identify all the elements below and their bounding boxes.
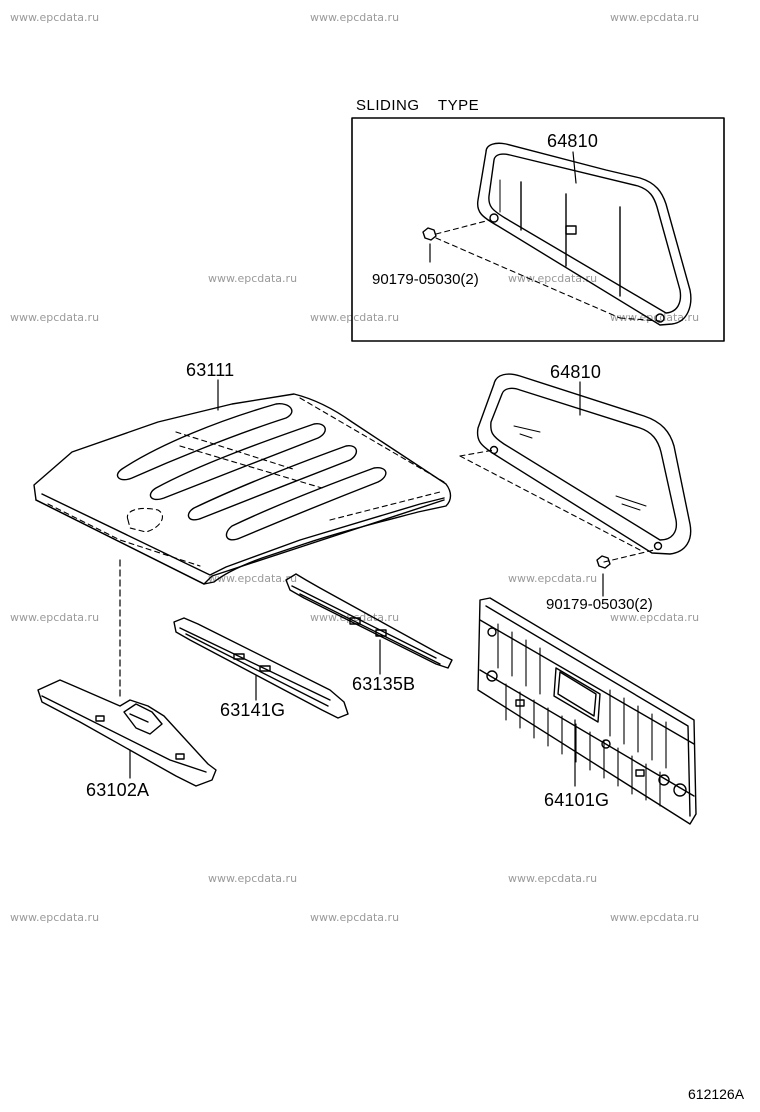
roof-dashed-hidden-lines bbox=[47, 397, 445, 567]
inset-leader-lines bbox=[429, 151, 577, 263]
roof-ribs bbox=[116, 403, 387, 541]
part-label-inset-window[interactable]: 64810 bbox=[547, 131, 599, 151]
part-label-roof-panel[interactable]: 63111 bbox=[186, 360, 235, 380]
back-window-nut bbox=[596, 555, 611, 569]
back-window bbox=[476, 373, 692, 555]
back-window-dashed-guides bbox=[459, 449, 655, 563]
watermark: www.epcdata.ru bbox=[310, 311, 400, 324]
watermark: www.epcdata.ru bbox=[508, 872, 598, 885]
inset-dashed-guides bbox=[435, 219, 661, 322]
inset-nut bbox=[422, 227, 437, 241]
part-label-inset-nut[interactable]: 90179-05030(2) bbox=[372, 271, 479, 288]
back-panel-holes bbox=[486, 627, 687, 797]
watermark: www.epcdata.ru bbox=[310, 911, 400, 924]
part-label-back-window-nut[interactable]: 90179-05030(2) bbox=[546, 596, 653, 613]
watermark: www.epcdata.ru bbox=[610, 311, 700, 324]
inset-sliding-window bbox=[476, 142, 692, 326]
back-panel-ribs bbox=[497, 623, 667, 807]
watermark: www.epcdata.ru bbox=[310, 11, 400, 24]
part-label-back-panel[interactable]: 64101G bbox=[544, 790, 610, 810]
part-label-roof-bow[interactable]: 63135B bbox=[352, 674, 416, 694]
watermark: www.epcdata.ru bbox=[10, 311, 100, 324]
watermark: www.epcdata.ru bbox=[610, 611, 700, 624]
back-window-leader bbox=[579, 381, 604, 597]
watermark: www.epcdata.ru bbox=[10, 11, 100, 24]
front-header bbox=[37, 679, 217, 787]
back-panel-window-opening bbox=[553, 667, 601, 723]
diagram-code: 612126A bbox=[688, 1086, 745, 1102]
roof-panel-outline bbox=[33, 393, 452, 585]
watermark: www.epcdata.ru bbox=[610, 911, 700, 924]
roof-inner-rail bbox=[173, 617, 349, 719]
watermark: www.epcdata.ru bbox=[10, 911, 100, 924]
part-label-back-window[interactable]: 64810 bbox=[550, 362, 602, 382]
watermark: www.epcdata.ru bbox=[208, 872, 298, 885]
inset-frame bbox=[351, 117, 725, 342]
part-label-roof-inner-rail[interactable]: 63141G bbox=[220, 700, 286, 720]
watermark: www.epcdata.ru bbox=[508, 272, 598, 285]
part-label-front-header[interactable]: 63102A bbox=[86, 780, 150, 800]
back-panel-outline bbox=[477, 597, 697, 825]
watermark: www.epcdata.ru bbox=[208, 572, 298, 585]
watermark: www.epcdata.ru bbox=[208, 272, 298, 285]
inset-title: SLIDING TYPE bbox=[356, 97, 480, 114]
watermark: www.epcdata.ru bbox=[610, 11, 700, 24]
watermark: www.epcdata.ru bbox=[508, 572, 598, 585]
watermark: www.epcdata.ru bbox=[10, 611, 100, 624]
roof-bow bbox=[285, 573, 453, 669]
